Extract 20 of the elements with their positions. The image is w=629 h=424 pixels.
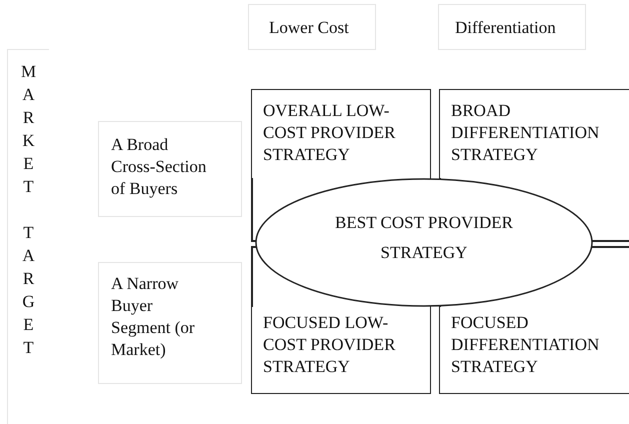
strategy-box [439, 307, 629, 394]
axis-label-box [7, 49, 49, 424]
strategy-ellipse [255, 178, 593, 307]
strategy-label: BEST COST PROVIDER STRATEGY [334, 212, 514, 264]
strategy-label: FOCUSED DIFFERENTIATION STRATEGY [451, 312, 600, 378]
header-box [248, 4, 376, 50]
strategy-label: FOCUSED LOW-COST PROVIDER STRATEGY [263, 312, 396, 378]
header-label: Differentiation [455, 17, 557, 39]
header-box [98, 262, 242, 384]
strategy-box [251, 89, 431, 178]
header-label: A Broad Cross-Section of Buyers [111, 134, 208, 200]
strategy-box [251, 307, 431, 394]
header-box [98, 121, 242, 217]
axis-label: MARKET TARGET [18, 62, 39, 361]
strategy-label: OVERALL LOW-COST PROVIDER STRATEGY [263, 100, 396, 166]
strategy-label: BROAD DIFFERENTIATION STRATEGY [451, 100, 600, 166]
strategy-box [439, 89, 629, 178]
header-label: Lower Cost [269, 17, 350, 39]
header-label: A Narrow Buyer Segment (or Market) [111, 273, 196, 361]
header-box [438, 4, 586, 50]
